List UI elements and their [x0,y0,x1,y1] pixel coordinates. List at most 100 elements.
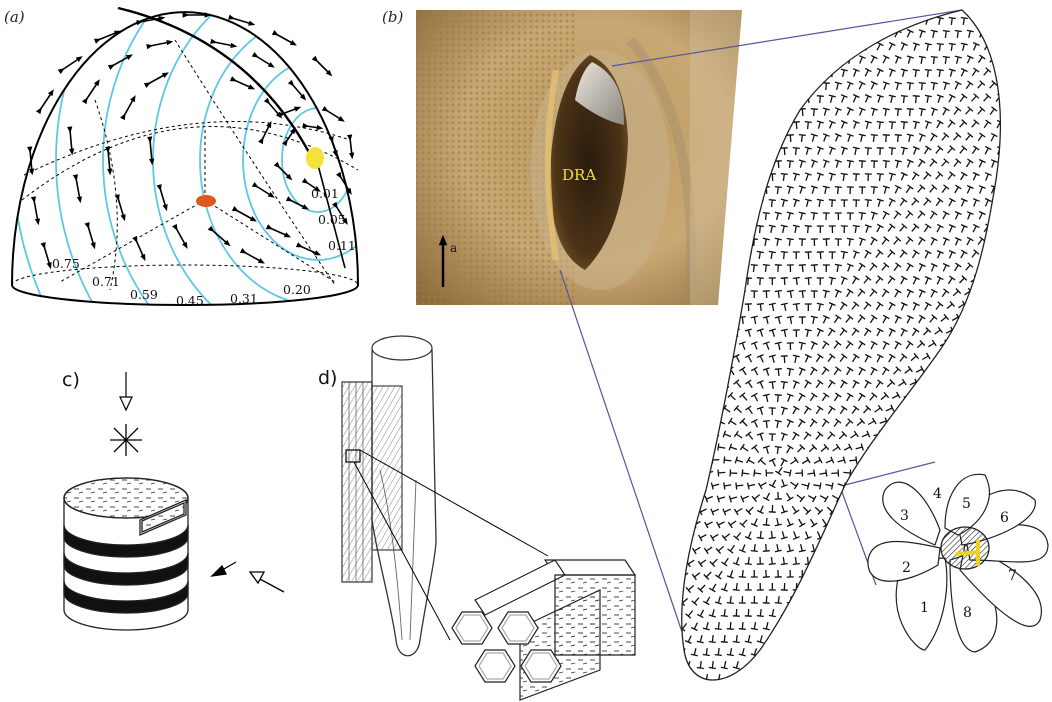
t-symbol-stem [988,265,994,269]
t-symbol [1004,81,1009,85]
t-symbol [854,509,859,514]
t-symbol-stem [724,252,726,259]
t-symbol-stem [854,662,857,669]
t-symbol-stem [754,473,761,474]
t-symbol-stem [982,330,988,333]
t-symbol [681,496,684,502]
t-symbol-stem [928,395,935,397]
t-symbol-stem [814,83,815,90]
t-symbol-stem [766,109,767,116]
t-symbol-stem [829,662,832,668]
t-symbol-stem [772,635,774,642]
t-symbol-stem [802,57,803,64]
t-symbol-stem [886,135,887,142]
t-symbol-stem [935,664,941,668]
t-symbol-stem [784,661,785,668]
t-symbol-stem [784,96,786,103]
t-symbol [751,56,758,57]
t-symbol [964,457,966,464]
t-symbol [992,340,996,346]
t-symbol [817,641,824,644]
t-symbol-stem [802,83,803,90]
t-symbol-stem [682,547,688,551]
t-symbol-stem [682,421,688,425]
t-symbol-stem [1003,187,1007,193]
t-symbol-stem [748,226,749,233]
t-symbol [769,95,776,96]
t-symbol [700,431,702,438]
t-symbol [811,56,818,57]
t-symbol [859,654,865,657]
t-symbol-stem [820,70,821,77]
t-symbol-stem [730,187,733,193]
t-symbol [685,380,691,384]
t-symbol [757,667,764,669]
t-symbol [981,314,984,320]
solar-meridian [118,8,312,158]
t-symbol-stem [771,557,772,564]
t-symbol-stem [913,662,917,668]
t-symbol [1004,29,1009,33]
t-symbol-stem [778,83,779,90]
t-symbol-stem [958,382,964,385]
t-symbol-stem [941,624,946,629]
t-symbol [879,509,882,515]
t-symbol [781,641,788,642]
t-symbol-stem [730,161,732,168]
t-symbol-stem [700,484,707,486]
t-symbol-stem [856,472,863,473]
t-symbol-stem [832,18,833,25]
t-symbol-stem [724,460,731,461]
t-symbol [992,55,997,60]
t-symbol [877,17,884,19]
t-symbol-stem [1002,57,1007,62]
t-symbol-stem [742,161,744,168]
t-symbol-stem [808,557,809,564]
t-symbol-stem [682,521,688,525]
t-symbol [705,418,708,424]
t-symbol-stem [760,226,761,233]
t-symbol [751,160,758,162]
t-symbol [745,69,752,70]
t-symbol-stem [857,520,862,525]
t-symbol-stem [969,460,976,461]
t-symbol-stem [748,148,750,155]
t-symbol [1003,185,1009,189]
t-symbol-stem [802,109,803,116]
t-symbol [751,83,758,84]
t-symbol [721,304,728,305]
t-symbol-stem [841,662,844,668]
t-symbol [829,589,836,591]
t-symbol-stem [928,473,935,475]
t-symbol-stem [754,187,756,194]
t-symbol [823,628,829,631]
t-symbol [867,483,870,489]
panel-a-label: (a) [4,8,25,26]
t-symbol-stem [964,317,970,320]
t-symbol-stem [841,558,844,564]
t-symbol-stem [953,677,958,682]
t-symbol [745,173,752,175]
t-symbol-stem [772,148,774,155]
t-symbol [823,602,830,604]
t-symbol-stem [706,343,708,350]
t-symbol [823,576,830,577]
t-symbol [922,418,923,425]
t-symbol-stem [852,585,857,590]
t-symbol-stem [777,31,778,38]
inner-value-2: 0.05 [318,212,346,227]
t-symbol [841,536,847,539]
t-symbol [928,457,929,464]
t-symbol [922,470,923,477]
t-symbol-stem [964,447,971,449]
t-symbol [859,680,866,681]
t-symbol-stem [934,382,941,384]
t-symbol [958,470,959,477]
t-symbol [920,679,925,684]
t-symbol-stem [700,356,703,363]
t-symbol-stem [874,509,880,512]
t-symbol [860,574,865,579]
t-symbol-stem [718,317,719,324]
t-symbol-stem [754,544,755,551]
t-symbol-stem [929,650,934,655]
